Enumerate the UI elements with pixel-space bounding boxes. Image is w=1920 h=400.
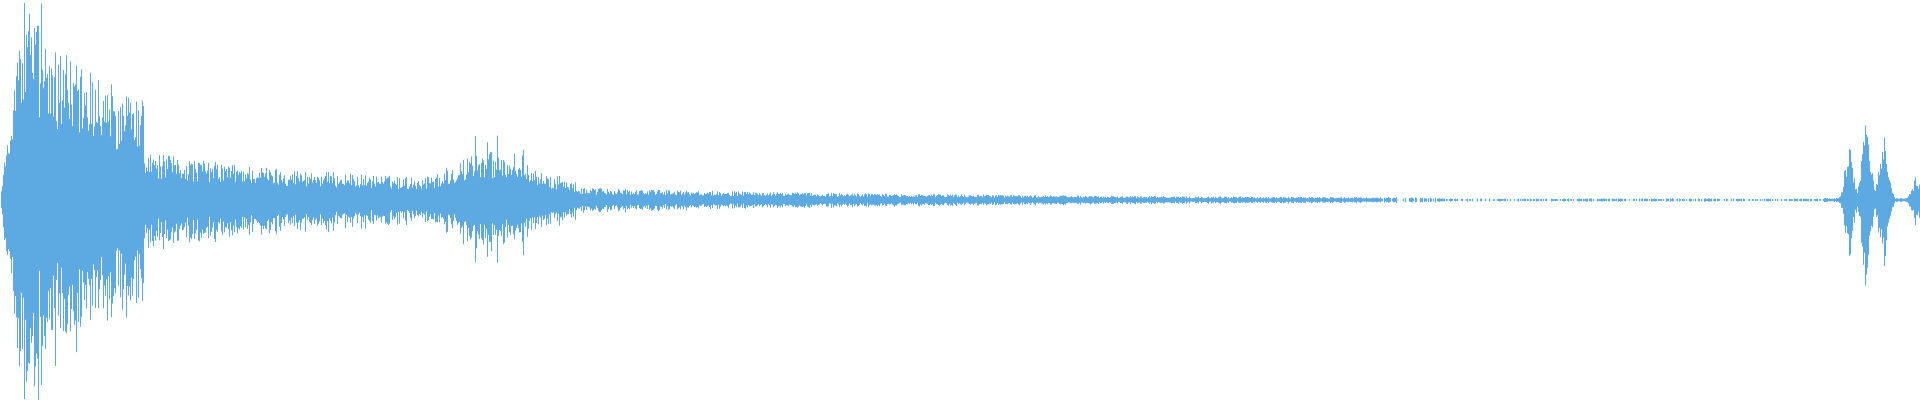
waveform-bars	[1, 3, 1920, 400]
